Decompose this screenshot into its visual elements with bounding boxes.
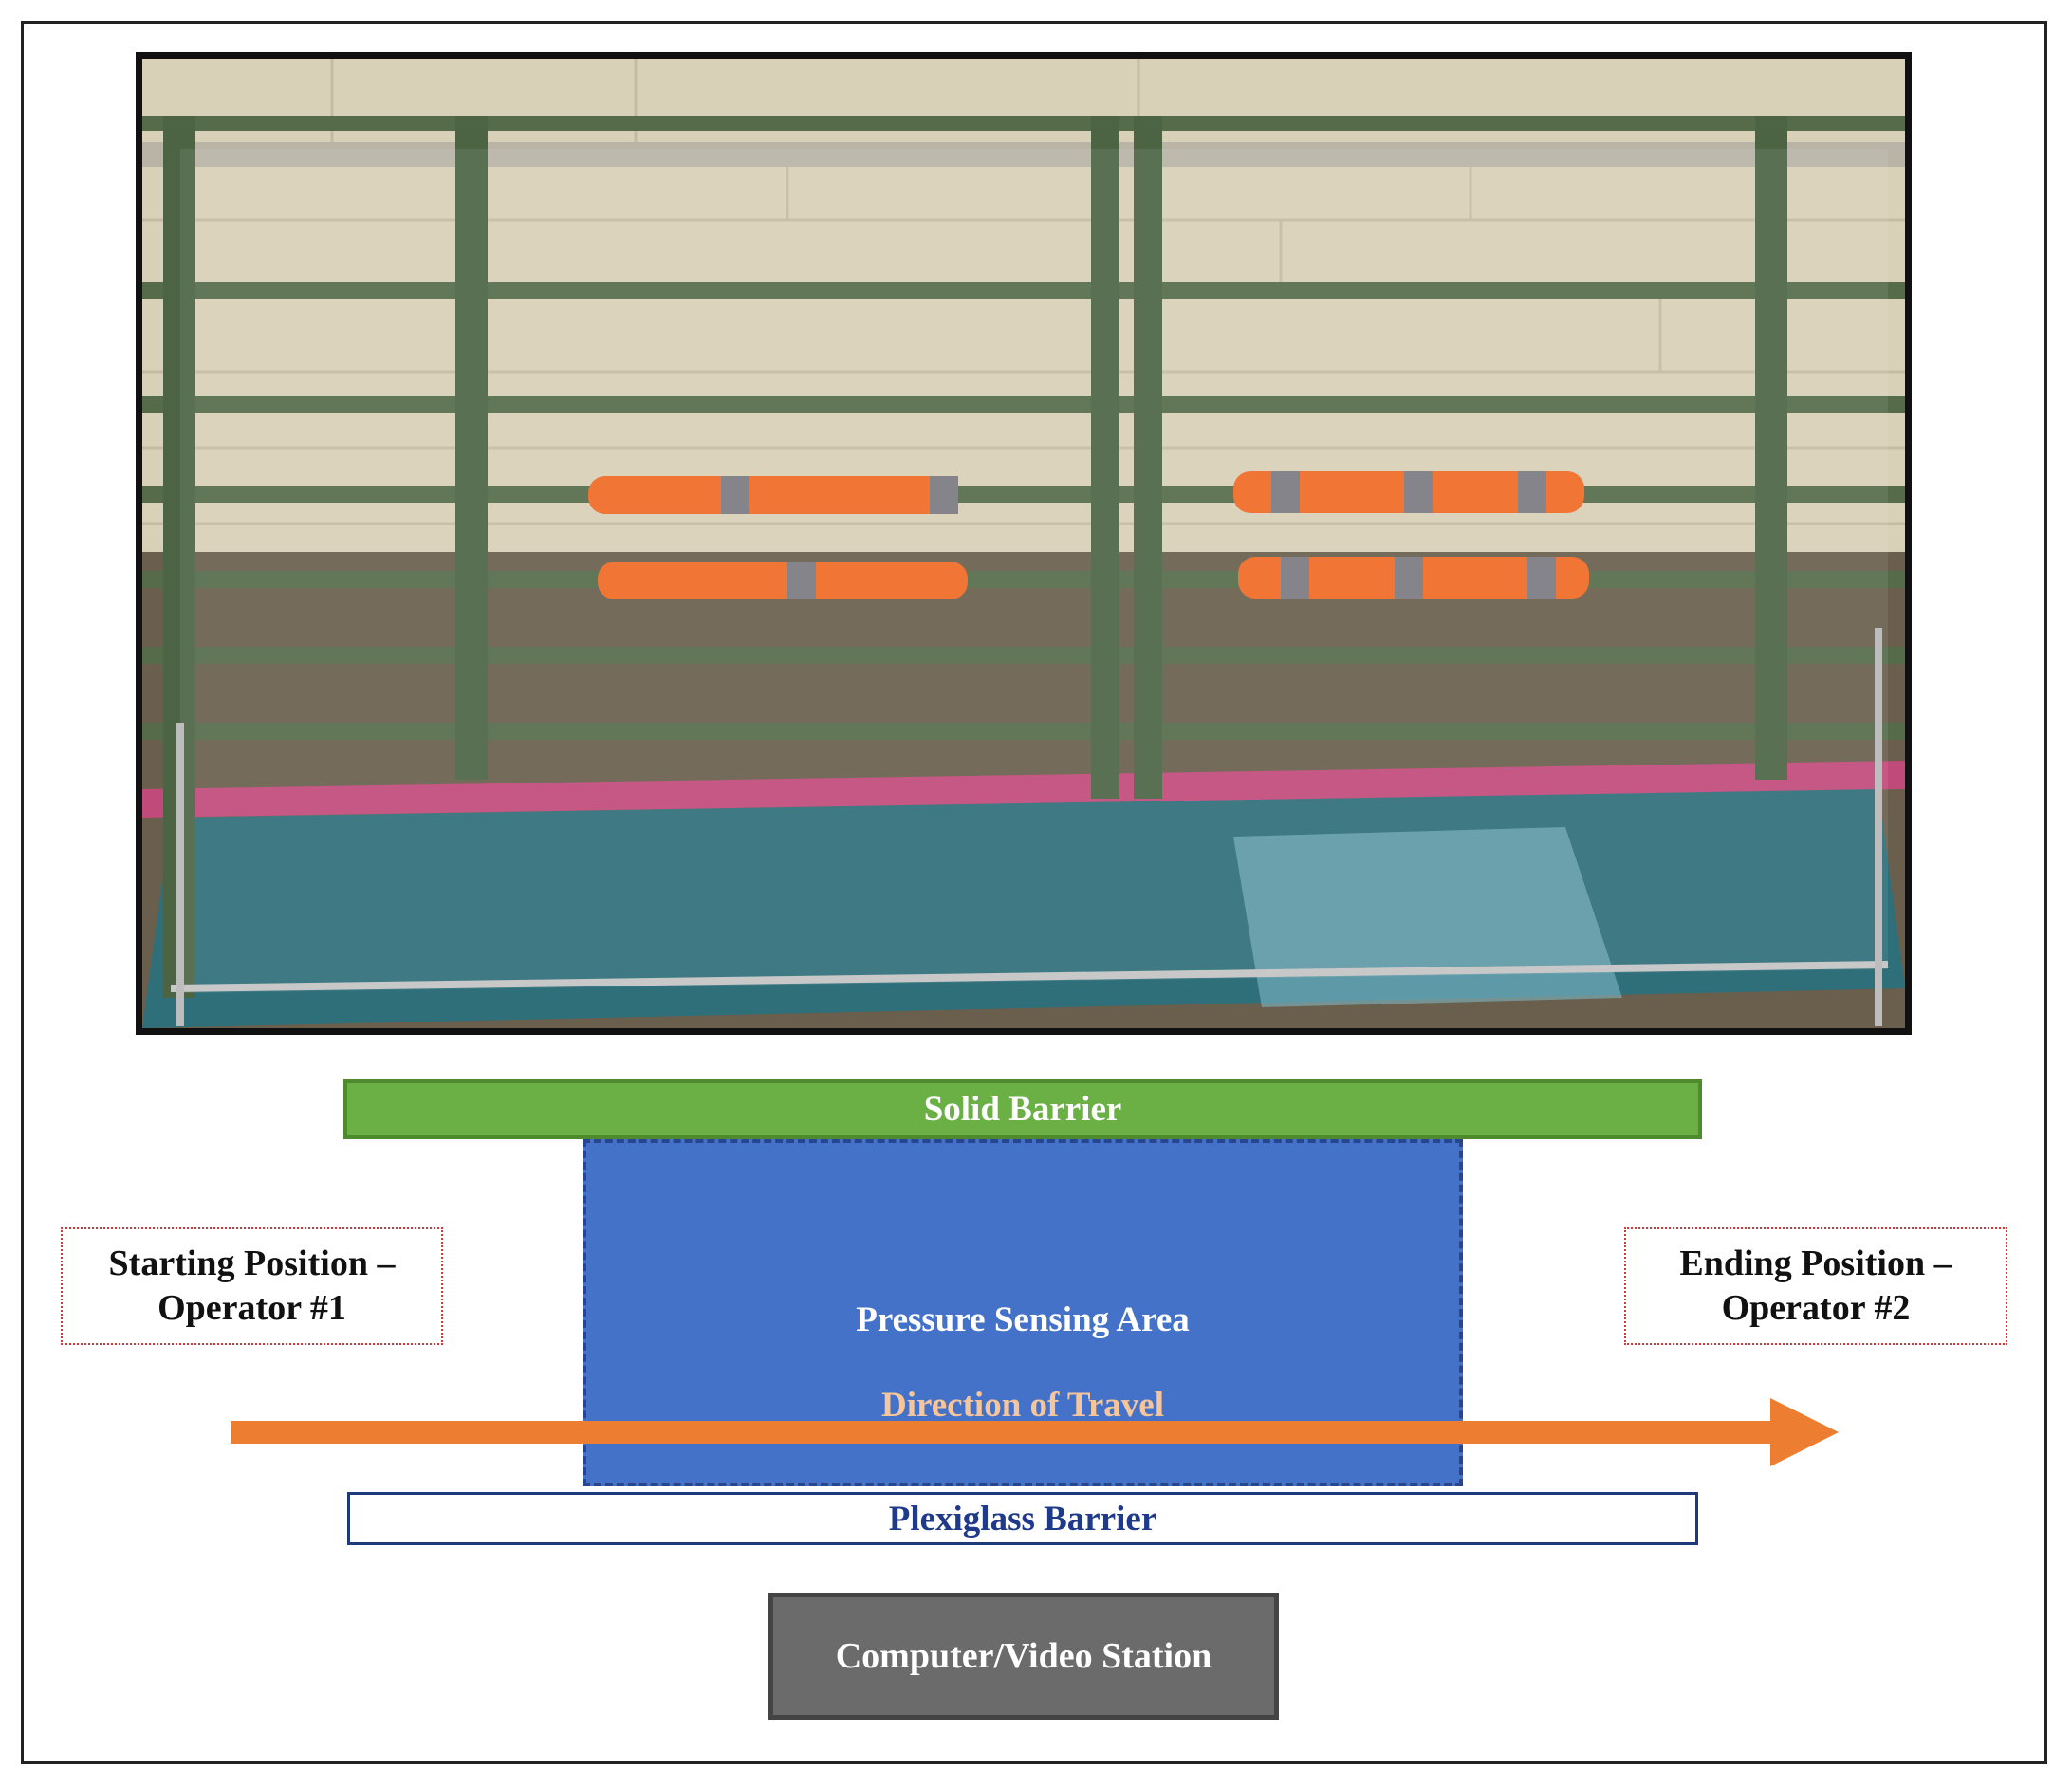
ending-position-line2: Operator #2 [1721, 1288, 1911, 1328]
direction-of-travel-label: Direction of Travel [881, 1386, 1164, 1425]
plexiglass-barrier: Plexiglass Barrier [347, 1492, 1698, 1545]
starting-position-line1: Starting Position – [108, 1243, 396, 1283]
starting-position-line2: Operator #1 [157, 1288, 346, 1328]
plexiglass-barrier-label: Plexiglass Barrier [888, 1499, 1157, 1538]
computer-video-station: Computer/Video Station [768, 1593, 1279, 1720]
starting-position-box: Starting Position – Operator #1 [61, 1227, 443, 1345]
ending-position-box: Ending Position – Operator #2 [1624, 1227, 2007, 1345]
pressure-sensing-area: Pressure Sensing Area Direction of Trave… [583, 1139, 1463, 1486]
solid-barrier: Solid Barrier [343, 1079, 1702, 1139]
ending-position-line1: Ending Position – [1679, 1243, 1952, 1283]
chute-photo [136, 52, 1912, 1035]
solid-barrier-label: Solid Barrier [923, 1090, 1122, 1129]
pressure-sensing-label: Pressure Sensing Area [856, 1300, 1190, 1339]
computer-video-station-label: Computer/Video Station [835, 1636, 1212, 1676]
chute-photo-illustration [142, 59, 1905, 1028]
